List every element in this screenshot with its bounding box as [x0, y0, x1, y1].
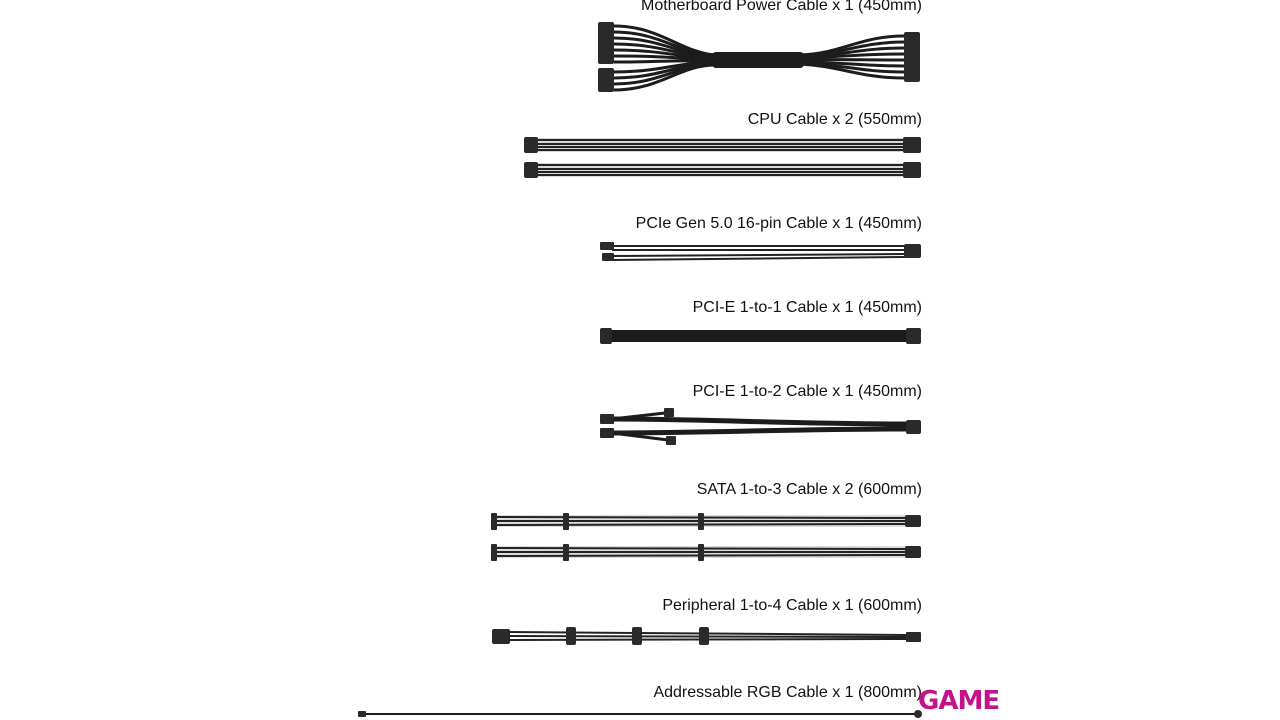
- cable-label-cpu: CPU Cable x 2 (550mm): [747, 111, 922, 128]
- argb-cable-image: [358, 710, 922, 718]
- cable-label-pcie-1to2: PCI-E 1-to-2 Cable x 1 (450mm): [692, 383, 922, 400]
- sata-cable-image: [491, 513, 921, 561]
- cable-label-peripheral: Peripheral 1-to-4 Cable x 1 (600mm): [662, 597, 922, 614]
- pcie-gen5-cable-image: [600, 242, 921, 261]
- cable-label-argb: Addressable RGB Cable x 1 (800mm): [653, 684, 922, 701]
- motherboard-cable-image: [598, 22, 920, 92]
- peripheral-cable-image: [492, 627, 921, 645]
- cable-label-pcie-1to1: PCI-E 1-to-1 Cable x 1 (450mm): [692, 299, 922, 316]
- pcie-1to1-cable-image: [600, 328, 921, 344]
- cpu-cable-image: [524, 137, 921, 178]
- cable-label-sata: SATA 1-to-3 Cable x 2 (600mm): [696, 481, 922, 498]
- cable-label-pcie-gen5: PCIe Gen 5.0 16-pin Cable x 1 (450mm): [635, 215, 922, 232]
- cable-label-motherboard: Motherboard Power Cable x 1 (450mm): [640, 0, 922, 14]
- game-logo: GAME: [918, 686, 1000, 716]
- pcie-1to2-cable-image: [600, 408, 921, 445]
